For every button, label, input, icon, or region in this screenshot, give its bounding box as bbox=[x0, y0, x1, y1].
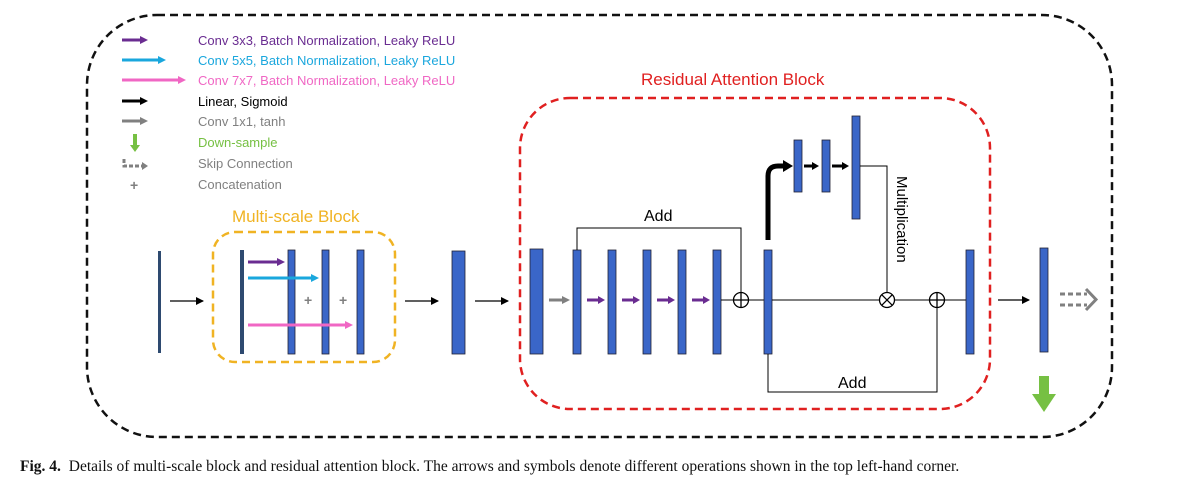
feature-map bbox=[851, 115, 861, 220]
feature-map bbox=[321, 249, 330, 355]
architecture-diagram: Conv 3x3, Batch Normalization, Leaky ReL… bbox=[85, 13, 1114, 439]
add-label: Add bbox=[644, 208, 672, 225]
attention-branch-arrow bbox=[765, 163, 784, 240]
multiscale-block-title: Multi-scale Block bbox=[232, 207, 360, 226]
dashed-arrow-icon bbox=[122, 159, 142, 168]
legend-item: Conv 5x5, Batch Normalization, Leaky ReL… bbox=[122, 53, 455, 68]
legend-item: Conv 7x7, Batch Normalization, Leaky ReL… bbox=[122, 73, 455, 88]
outer-frame bbox=[85, 13, 1114, 439]
feature-map bbox=[712, 249, 722, 355]
feature-map bbox=[821, 139, 831, 193]
feature-map bbox=[965, 249, 975, 355]
arrow-right-icon bbox=[178, 76, 186, 84]
feature-map bbox=[356, 249, 365, 355]
legend-label: Down-sample bbox=[198, 135, 277, 150]
feature-map bbox=[677, 249, 687, 355]
residual-block-frame bbox=[518, 96, 992, 411]
figure-number: Fig. 4. bbox=[20, 458, 61, 475]
legend-label: Conv 1x1, tanh bbox=[198, 114, 285, 129]
skip-add-connection bbox=[576, 227, 742, 292]
legend-label: Conv 5x5, Batch Normalization, Leaky ReL… bbox=[198, 53, 455, 68]
feature-map bbox=[572, 249, 582, 355]
plus-icon: + bbox=[130, 177, 138, 193]
residual-block-title: Residual Attention Block bbox=[641, 70, 825, 89]
feature-map bbox=[240, 250, 244, 354]
caption-text: Details of multi-scale block and residua… bbox=[68, 458, 960, 475]
arrow-down-icon bbox=[130, 145, 140, 152]
arrow-right-icon bbox=[345, 321, 353, 329]
arrow-right-icon bbox=[598, 296, 605, 304]
arrow-right-icon bbox=[140, 36, 148, 44]
add-label: Add bbox=[838, 375, 866, 392]
arrow-right-icon bbox=[311, 274, 319, 282]
legend-label: Linear, Sigmoid bbox=[198, 94, 288, 109]
multiscale-block-frame bbox=[211, 230, 397, 364]
legend-item: Skip Connection bbox=[122, 156, 293, 171]
multiscale-block: Multi-scale Block + + bbox=[211, 207, 397, 364]
arrow-right-icon bbox=[668, 296, 675, 304]
arrow-right-icon bbox=[140, 117, 148, 125]
skip-connection-icon bbox=[1060, 287, 1099, 312]
arrow-right-icon bbox=[842, 162, 849, 170]
feature-map bbox=[763, 249, 773, 355]
legend-label: Conv 3x3, Batch Normalization, Leaky ReL… bbox=[198, 33, 455, 48]
legend-item: Down-sample bbox=[130, 134, 277, 152]
arrow-right-icon bbox=[812, 162, 819, 170]
concat-symbol: + bbox=[304, 292, 312, 308]
legend-label: Conv 7x7, Batch Normalization, Leaky ReL… bbox=[198, 73, 455, 88]
arrow-right-icon bbox=[562, 296, 570, 304]
legend-item: Conv 1x1, tanh bbox=[122, 114, 285, 129]
legend-label: Skip Connection bbox=[198, 156, 293, 171]
legend: Conv 3x3, Batch Normalization, Leaky ReL… bbox=[122, 33, 455, 193]
arrow-right-icon bbox=[703, 296, 710, 304]
feature-map bbox=[529, 248, 544, 355]
input-feature-map bbox=[158, 251, 161, 353]
arrow-right-icon bbox=[158, 56, 166, 64]
legend-item: + Concatenation bbox=[130, 177, 282, 193]
feature-map bbox=[607, 249, 617, 355]
output-feature-map bbox=[1039, 247, 1049, 353]
skip-add-connection bbox=[767, 308, 938, 393]
legend-label: Concatenation bbox=[198, 177, 282, 192]
residual-attention-block: Residual Attention Block Add bbox=[518, 70, 992, 411]
feature-map bbox=[451, 250, 466, 355]
multiplication-label: Multiplication bbox=[893, 176, 910, 263]
figure-caption: Fig. 4. Details of multi-scale block and… bbox=[20, 458, 1190, 476]
concat-symbol: + bbox=[339, 292, 347, 308]
arrow-right-icon bbox=[277, 258, 285, 266]
feature-map bbox=[287, 249, 296, 355]
multiplication-connection bbox=[860, 165, 888, 292]
legend-item: Linear, Sigmoid bbox=[122, 94, 288, 109]
feature-map bbox=[642, 249, 652, 355]
arrow-right-icon bbox=[633, 296, 640, 304]
down-sample-icon bbox=[1032, 376, 1056, 412]
feature-map bbox=[793, 139, 803, 193]
arrow-right-icon bbox=[140, 97, 148, 105]
legend-item: Conv 3x3, Batch Normalization, Leaky ReL… bbox=[122, 33, 455, 48]
